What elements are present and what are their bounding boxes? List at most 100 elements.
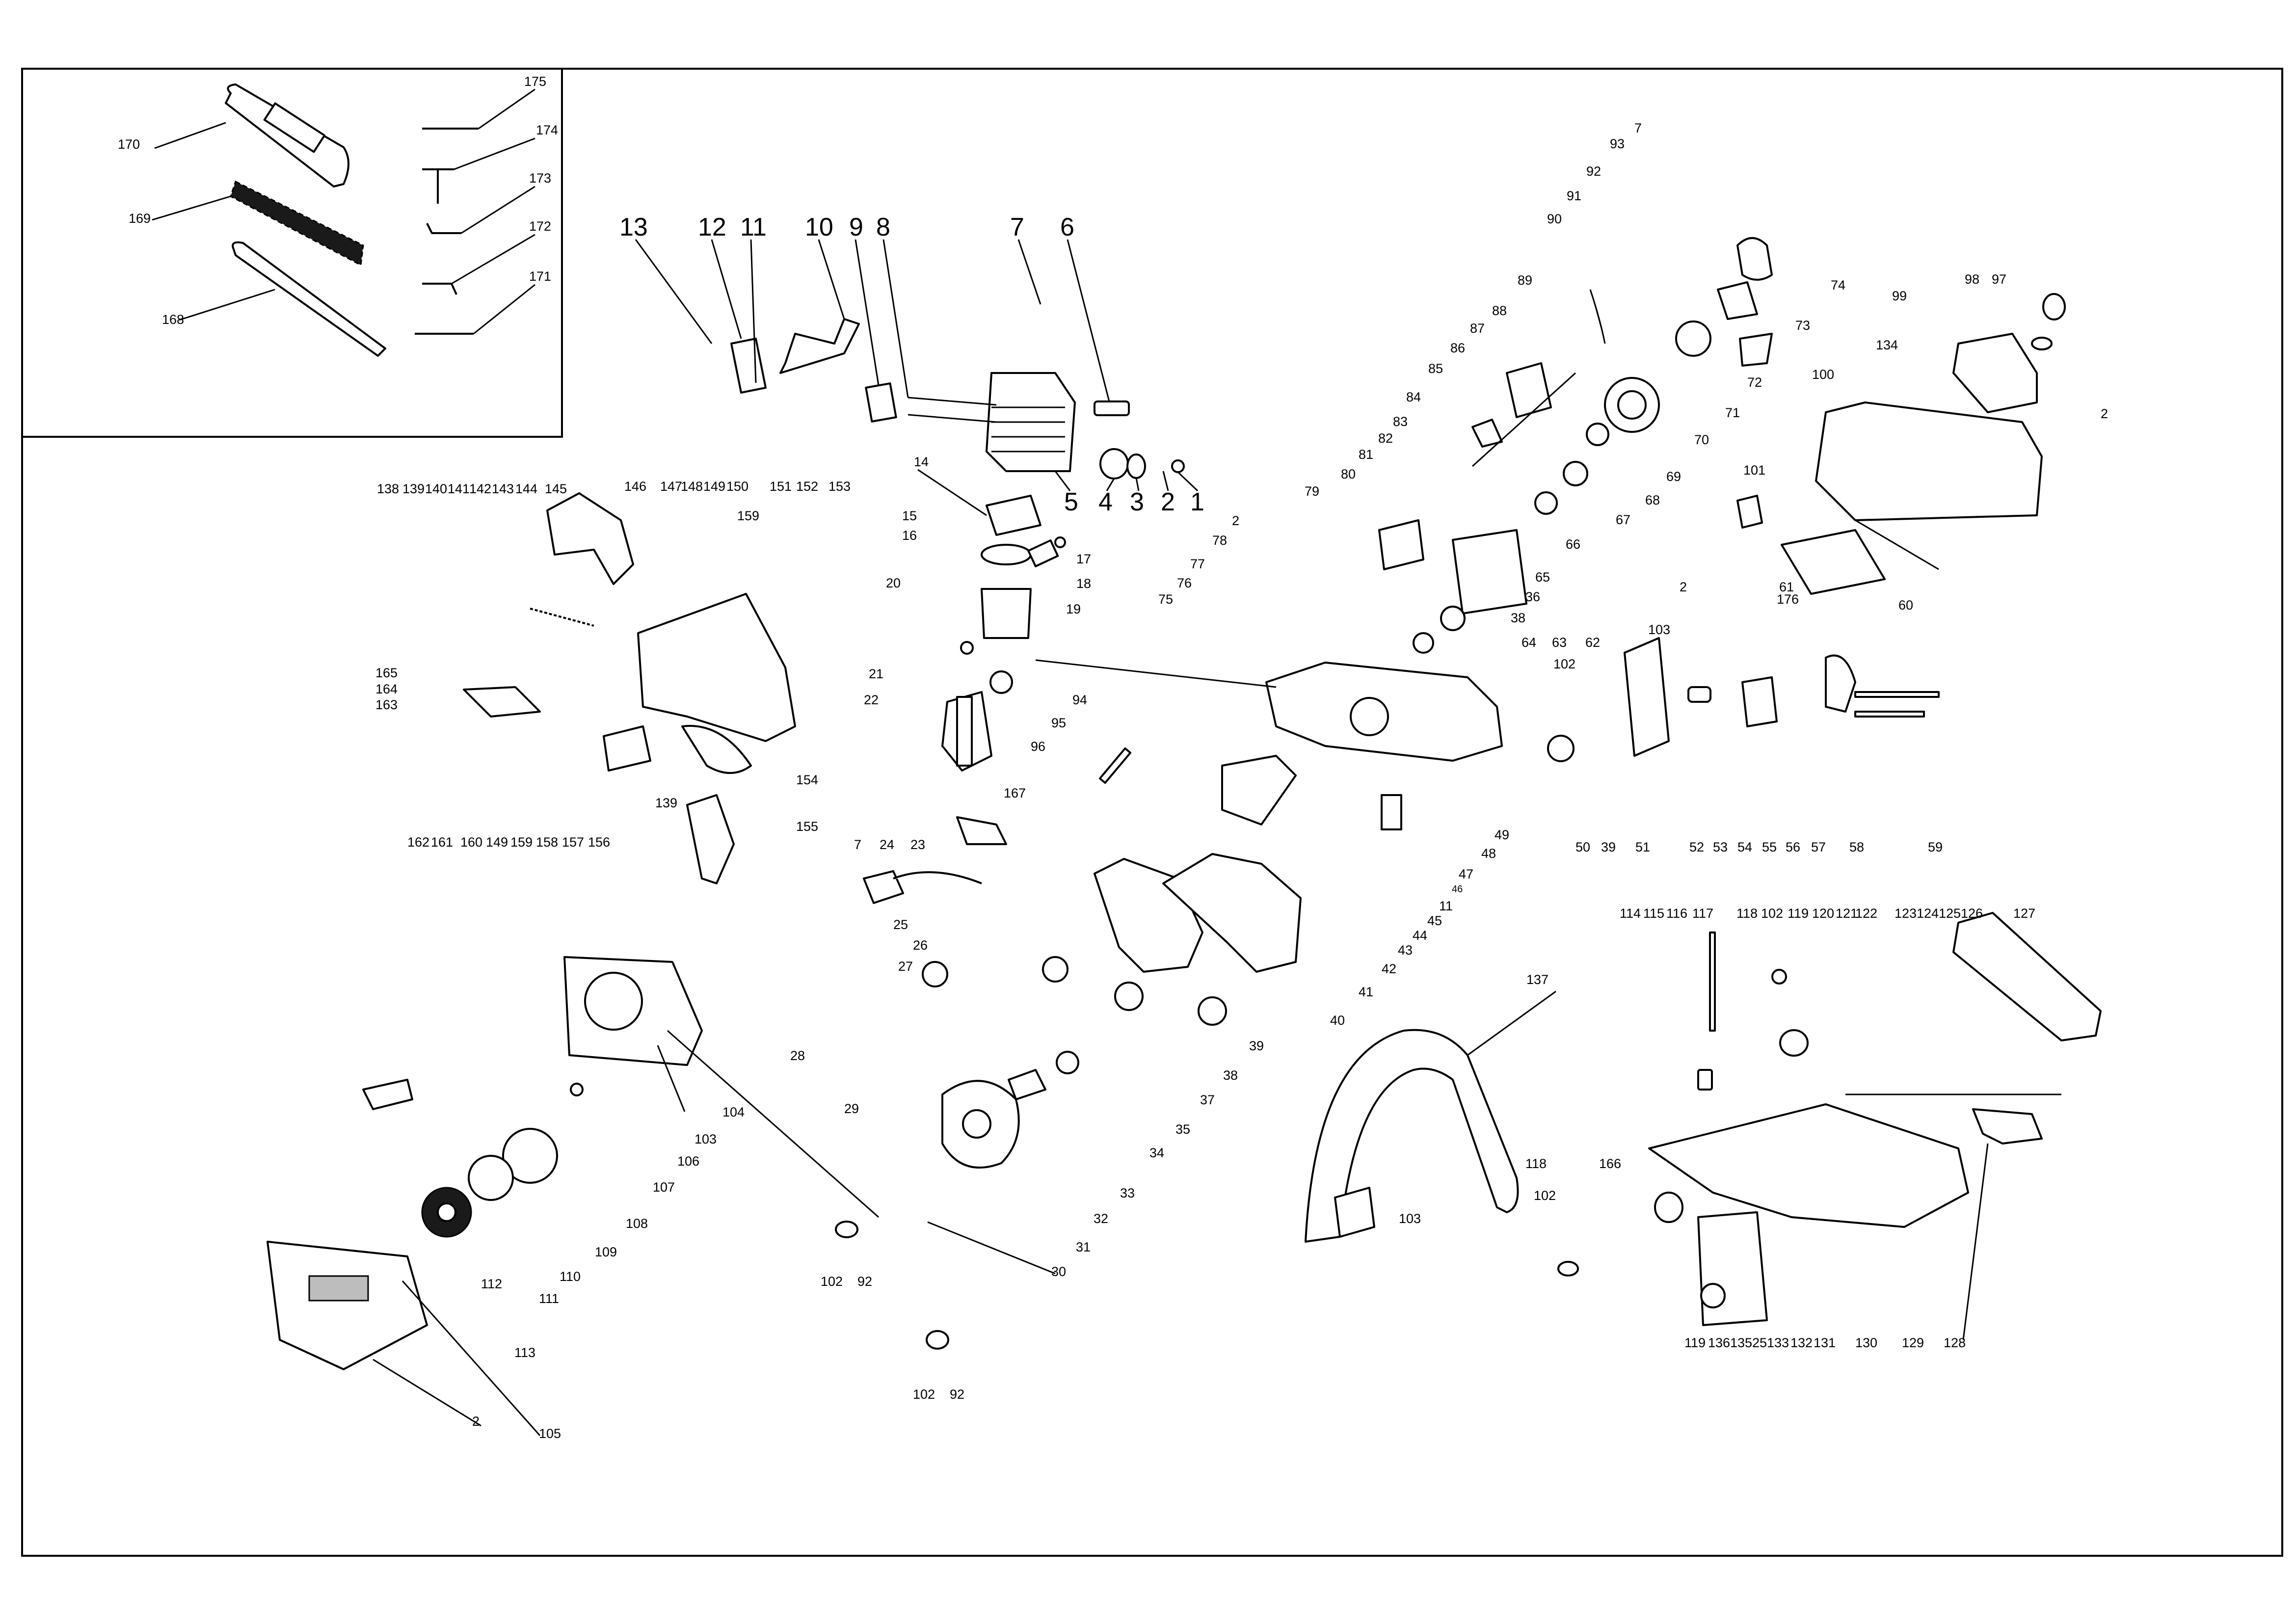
leader-11 bbox=[750, 239, 757, 383]
label-25-rear: 25 bbox=[1752, 1335, 1767, 1350]
label-97: 97 bbox=[1992, 272, 2006, 287]
label-31: 31 bbox=[1076, 1240, 1091, 1254]
bearing-38b bbox=[1413, 632, 1434, 654]
handle-housing-152 bbox=[637, 593, 796, 742]
label-121: 121 bbox=[1836, 906, 1858, 921]
label-69: 69 bbox=[1666, 469, 1681, 484]
label-115: 115 bbox=[1643, 906, 1664, 921]
label-109: 109 bbox=[595, 1245, 617, 1259]
accessory-kit-frame bbox=[21, 68, 563, 438]
leader-137 bbox=[1467, 990, 1556, 1056]
oil-pump-gear-94 bbox=[1098, 747, 1132, 784]
label-136: 136 bbox=[1708, 1335, 1730, 1350]
label-111: 111 bbox=[539, 1291, 559, 1306]
label-13: 13 bbox=[619, 213, 648, 241]
label-135: 135 bbox=[1730, 1335, 1752, 1350]
sprocket-68 bbox=[1563, 461, 1588, 486]
pawl-108 bbox=[468, 1155, 514, 1201]
label-154: 154 bbox=[796, 772, 818, 787]
label-77: 77 bbox=[1190, 557, 1205, 571]
leader-13 bbox=[635, 239, 713, 344]
kit-tools bbox=[415, 128, 479, 335]
dampener-119 bbox=[1654, 1192, 1683, 1223]
label-5: 5 bbox=[1064, 488, 1078, 516]
leader-5 bbox=[1054, 471, 1071, 491]
piston-ring-15 bbox=[981, 544, 1032, 565]
label-53: 53 bbox=[1713, 840, 1728, 854]
chain-brake-band-154 bbox=[681, 725, 752, 774]
fan-cover-113 bbox=[267, 1241, 428, 1370]
label-129: 129 bbox=[1902, 1335, 1924, 1350]
label-120: 120 bbox=[1812, 906, 1834, 921]
clutch-disc-69 bbox=[1586, 423, 1609, 446]
starter-housing-opening bbox=[584, 972, 643, 1031]
label-171: 171 bbox=[529, 269, 551, 284]
label-9: 9 bbox=[849, 213, 863, 241]
label-174: 174 bbox=[536, 123, 558, 137]
leader-2-starter bbox=[373, 1358, 481, 1427]
label-39: 39 bbox=[1249, 1038, 1264, 1053]
spring-143 bbox=[530, 608, 594, 627]
label-12: 12 bbox=[698, 213, 726, 241]
washer-102-b bbox=[926, 1330, 949, 1350]
label-63: 63 bbox=[1552, 635, 1567, 650]
stud-8b bbox=[908, 414, 997, 423]
label-155: 155 bbox=[796, 819, 818, 834]
label-90: 90 bbox=[1547, 212, 1562, 226]
label-4: 4 bbox=[1098, 488, 1113, 516]
label-2-clutch-b: 2 bbox=[1680, 580, 1687, 594]
leader-7 bbox=[1017, 239, 1041, 305]
stud-59b bbox=[1854, 711, 1925, 718]
label-94: 94 bbox=[1072, 692, 1087, 707]
label-48: 48 bbox=[1481, 846, 1496, 861]
label-162: 162 bbox=[407, 835, 429, 850]
label-84: 84 bbox=[1406, 390, 1421, 404]
label-62: 62 bbox=[1585, 635, 1600, 650]
engine-housing-group bbox=[1221, 637, 1940, 830]
label-19: 19 bbox=[1066, 602, 1081, 616]
label-92-bottom: 92 bbox=[950, 1387, 964, 1402]
label-112: 112 bbox=[481, 1277, 502, 1291]
label-153: 153 bbox=[828, 479, 851, 494]
leader-1 bbox=[1177, 471, 1199, 492]
label-93: 93 bbox=[1610, 136, 1625, 151]
label-119-rear: 119 bbox=[1788, 906, 1809, 921]
leader-174 bbox=[454, 137, 535, 170]
label-122: 122 bbox=[1855, 906, 1877, 921]
label-38-clutch: 38 bbox=[1511, 611, 1525, 625]
label-176: 176 bbox=[1777, 592, 1799, 607]
label-101: 101 bbox=[1743, 463, 1765, 478]
label-158: 158 bbox=[536, 835, 558, 850]
label-106: 106 bbox=[677, 1154, 699, 1169]
cylinder-fins bbox=[991, 406, 1065, 453]
leader-30 bbox=[927, 1221, 1056, 1275]
label-43: 43 bbox=[1398, 943, 1413, 958]
label-7-carb: 7 bbox=[854, 837, 861, 852]
label-55: 55 bbox=[1762, 840, 1777, 854]
bearing-38 bbox=[1114, 982, 1144, 1011]
label-68: 68 bbox=[1645, 493, 1660, 507]
leader-3 bbox=[1135, 478, 1140, 491]
label-92: 92 bbox=[1586, 164, 1601, 179]
label-26: 26 bbox=[913, 938, 928, 953]
piston-pin-18 bbox=[1027, 539, 1059, 567]
label-50: 50 bbox=[1575, 840, 1590, 854]
washer-102-a bbox=[835, 1221, 858, 1238]
leader-104 bbox=[657, 1045, 686, 1112]
label-163: 163 bbox=[375, 697, 398, 712]
label-166: 166 bbox=[1599, 1156, 1621, 1171]
label-139: 139 bbox=[402, 481, 425, 496]
sprocket-67 bbox=[1534, 491, 1558, 515]
rear-handle-label-group: 114 115 116 117 118 102 119 120 121 122 … bbox=[1599, 906, 2035, 1350]
leader-clutch-connector bbox=[1471, 372, 1576, 467]
label-146: 146 bbox=[624, 479, 646, 494]
rod-116 bbox=[1709, 932, 1716, 1032]
chain-tensioner-86 bbox=[1506, 362, 1552, 418]
label-133: 133 bbox=[1767, 1335, 1789, 1350]
label-41: 41 bbox=[1359, 985, 1373, 999]
cover-plate-162 bbox=[463, 686, 541, 718]
leader-171 bbox=[473, 284, 535, 335]
hand-guard-155 bbox=[686, 794, 735, 884]
label-102-bottom: 102 bbox=[913, 1387, 935, 1402]
washer-102-d bbox=[1557, 1261, 1579, 1277]
